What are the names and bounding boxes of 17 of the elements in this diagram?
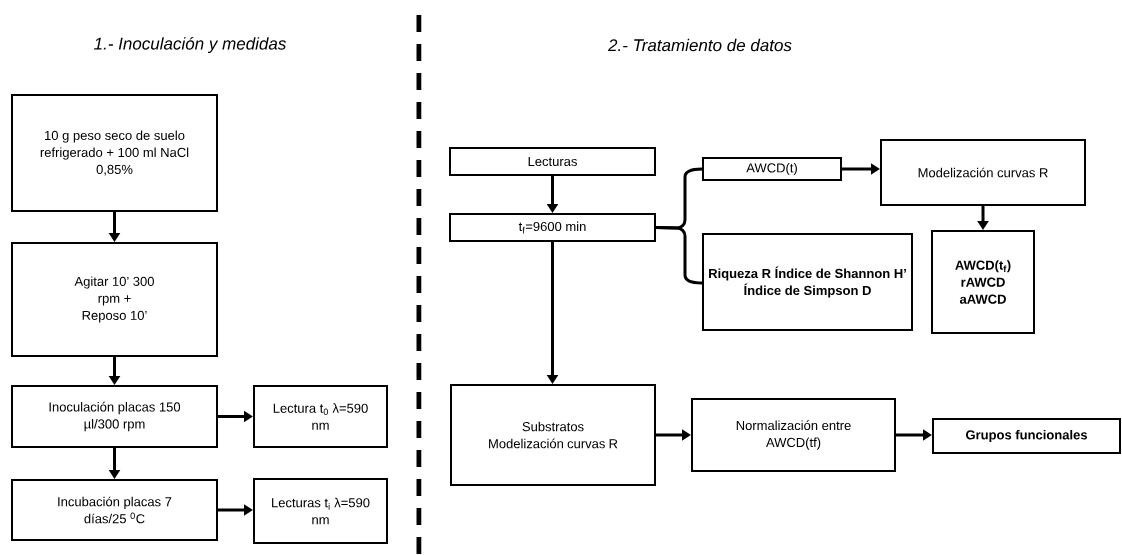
process-box: AWCD(t$_{f}$) rAWCD aAWCD bbox=[931, 230, 1035, 334]
process-box: 10 g peso seco de suelo refrigerado + 100 ml NaCl 0,85% bbox=[11, 94, 218, 212]
section-heading: 2.- Tratamiento de datos bbox=[607, 38, 792, 52]
process-box: Incubación placas 7 días/25 $^{0}$C bbox=[11, 479, 218, 541]
section-heading: 1.- Inoculación y medidas bbox=[94, 37, 286, 53]
process-box: Lecturas bbox=[449, 147, 656, 176]
process-box: AWCD(t) bbox=[702, 157, 842, 181]
process-box: Modelización curvas R bbox=[880, 139, 1086, 206]
process-box: Lecturas t$_{i}$ λ=590 nm bbox=[253, 478, 388, 544]
process-box: Agitar 10’ 300 rpm + Reposo 10’ bbox=[11, 242, 218, 357]
process-box: Substratos Modelización curvas R bbox=[450, 384, 656, 486]
process-box: Riqueza R Índice de Shannon H’ Índice de Simpson D bbox=[702, 233, 913, 331]
process-box: Lectura t$_{0}$ λ=590 nm bbox=[253, 385, 388, 448]
process-box: Normalización entre AWCD(tf) bbox=[691, 398, 896, 472]
process-box: t$_{f}$=9600 min bbox=[449, 213, 656, 242]
process-box: Inoculación placas 150 µl/300 rpm bbox=[11, 385, 218, 448]
process-box: Grupos funcionales bbox=[932, 418, 1121, 454]
